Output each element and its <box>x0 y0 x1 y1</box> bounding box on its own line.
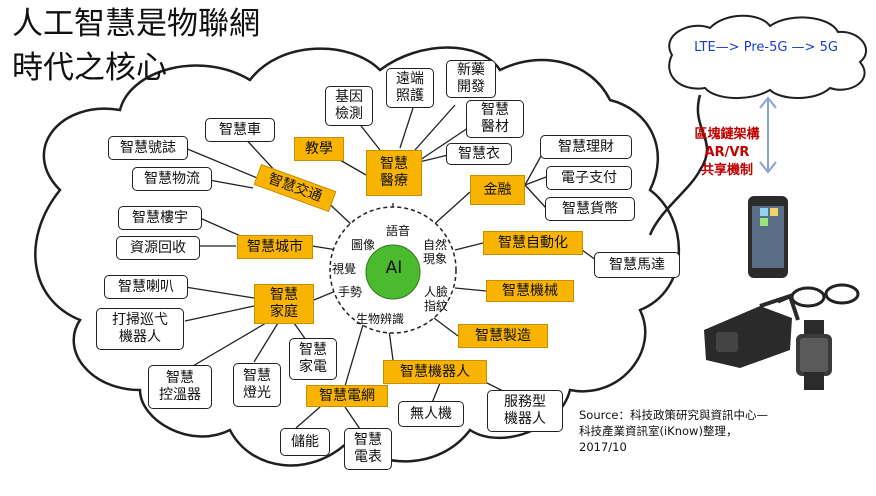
item-thermostat: 智慧 控溫器 <box>148 365 212 409</box>
double-arrow-icon <box>759 96 777 174</box>
source-note: Source：科技政策研究與資訊中心— 科技產業資訊室(iKnow)整理， 20… <box>579 408 768 454</box>
item-car: 智慧車 <box>205 118 275 142</box>
item-service-robot: 服務型 機器人 <box>487 390 563 432</box>
item-drug: 新藥 開發 <box>446 60 496 98</box>
title-line-2: 時代之核心 <box>12 50 167 86</box>
ring-label-face: 人臉 指紋 <box>424 285 449 313</box>
category-finance: 金融 <box>470 175 525 205</box>
item-epay: 電子支付 <box>546 166 632 190</box>
ring-label-gesture: 手勢 <box>338 285 363 299</box>
category-automation: 智慧自動化 <box>483 231 583 255</box>
network-evolution-label: LTE—> Pre-5G —> 5G <box>694 40 838 55</box>
ring-label-vision: 視覺 <box>332 262 357 276</box>
category-grid: 智慧電網 <box>306 385 388 407</box>
category-machine: 智慧機械 <box>486 280 574 302</box>
tech-list-label: 區塊鏈架構 AR/VR 共享機制 <box>694 127 760 178</box>
item-storage: 儲能 <box>280 428 330 456</box>
item-signal: 智慧號誌 <box>108 136 188 160</box>
item-recycle: 資源回收 <box>116 236 200 260</box>
item-building: 智慧樓宇 <box>118 206 202 230</box>
item-lighting: 智慧 燈光 <box>233 363 281 407</box>
item-gene: 基因 檢測 <box>325 86 373 126</box>
ring-label-image: 圖像 <box>351 238 376 252</box>
ai-label: AI <box>385 258 403 278</box>
item-motor: 智慧馬達 <box>594 252 680 278</box>
smartwatch-icon <box>796 320 832 390</box>
title-line-1: 人工智慧是物聯網 <box>12 6 260 42</box>
item-wealth: 智慧理財 <box>540 135 632 159</box>
network-cloud <box>668 14 867 100</box>
item-appliance: 智慧 家電 <box>289 338 337 380</box>
item-logistics: 智慧物流 <box>132 167 212 191</box>
item-sweeper: 打掃巡弋 機器人 <box>96 308 184 350</box>
page-title: 人工智慧是物聯網 時代之核心 <box>12 2 260 90</box>
item-remote: 遠端 照護 <box>386 68 434 108</box>
smartphone-icon <box>748 196 788 278</box>
category-manufacture: 智慧製造 <box>458 324 548 348</box>
category-medical: 智慧 醫療 <box>366 150 422 196</box>
ai-center <box>365 244 421 300</box>
ring-label-voice: 語音 <box>386 224 411 238</box>
item-meter: 智慧 電表 <box>344 428 392 470</box>
category-city: 智慧城市 <box>237 235 313 259</box>
item-clothes: 智慧衣 <box>446 143 512 165</box>
vr-headset-icon <box>704 293 800 368</box>
ring-label-nature: 自然 現象 <box>423 238 448 266</box>
network-tail <box>648 94 709 236</box>
ring-label-bio: 生物辨識 <box>356 312 405 326</box>
category-home: 智慧 家庭 <box>254 284 314 324</box>
item-currency: 智慧貨幣 <box>545 197 635 221</box>
item-material: 智慧 醫材 <box>466 100 524 138</box>
category-education: 教學 <box>294 137 344 161</box>
item-drone: 無人機 <box>398 401 464 427</box>
item-speaker: 智慧喇叭 <box>104 275 188 299</box>
category-robot: 智慧機器人 <box>383 360 487 384</box>
